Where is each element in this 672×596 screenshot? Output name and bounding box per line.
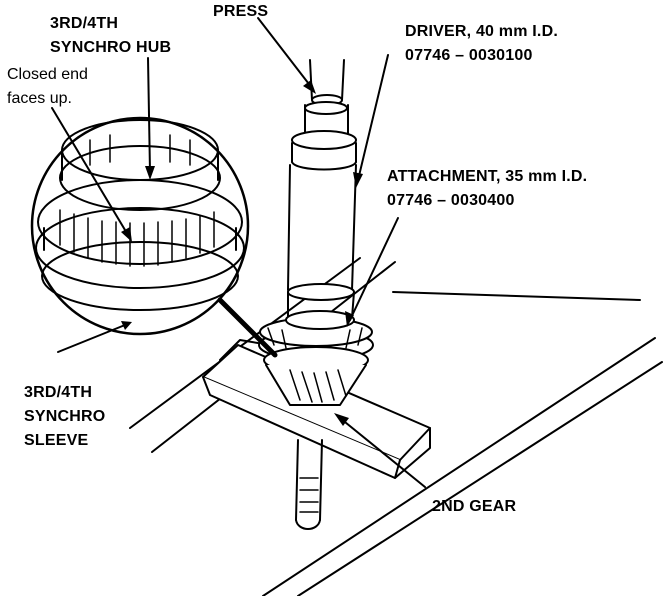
callout-arrowheads (121, 80, 363, 426)
press-label: PRESS (213, 3, 269, 20)
second-gear-label: 2ND GEAR (432, 498, 517, 515)
driver-part-number: 07746 – 0030100 (405, 47, 533, 64)
driver-label: DRIVER, 40 mm I.D. (405, 23, 558, 40)
synchro-sleeve-label-line3: SLEEVE (24, 432, 89, 449)
synchro-hub-label-line1: 3RD/4TH (50, 15, 119, 32)
synchro-hub-label-line2: SYNCHRO HUB (50, 39, 172, 56)
attachment-label: ATTACHMENT, 35 mm I.D. (387, 168, 588, 185)
synchro-inset (30, 116, 250, 336)
driver-tool (285, 59, 357, 330)
inset-leader-line (217, 297, 278, 358)
closed-end-note-line2: faces up. (7, 90, 72, 107)
gear-stack (258, 317, 374, 406)
attachment-part-number: 07746 – 0030400 (387, 192, 515, 209)
synchro-sleeve-label-line2: SYNCHRO (24, 408, 106, 425)
synchro-sleeve-label-line1: 3RD/4TH (24, 384, 93, 401)
callout-leaders (51, 17, 426, 488)
closed-end-note-line1: Closed end (7, 66, 88, 83)
output-shaft (295, 439, 323, 530)
